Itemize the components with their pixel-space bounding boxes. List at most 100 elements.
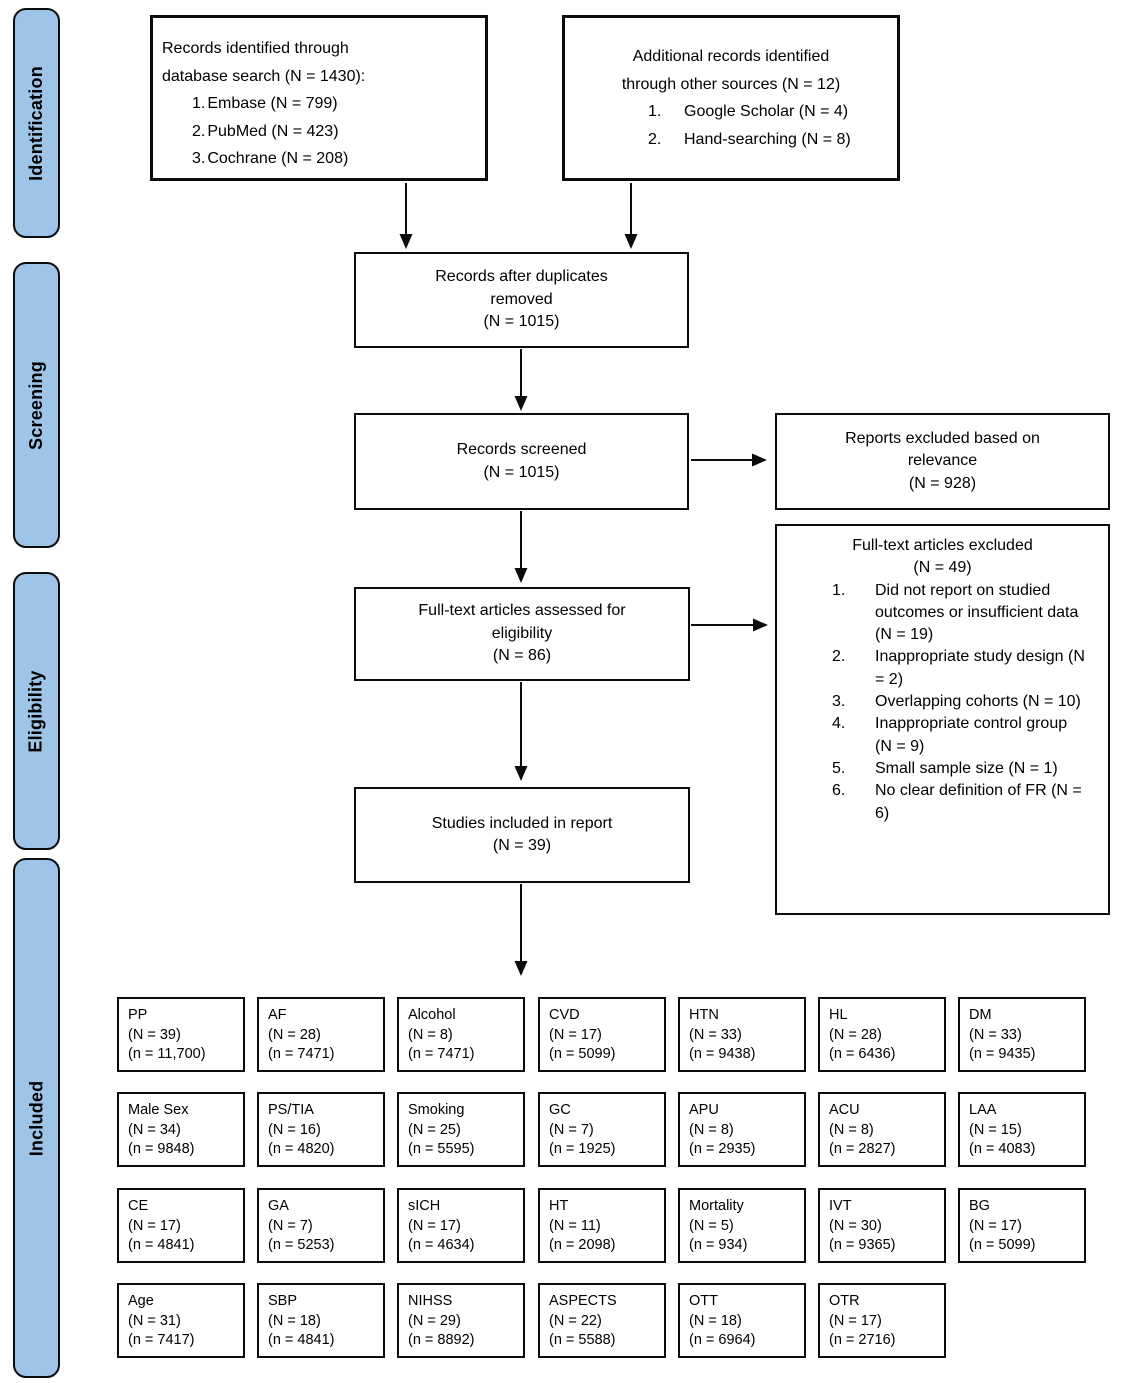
grid-cell-laa: LAA(N = 15)(n = 4083) xyxy=(958,1092,1086,1167)
grid-cell-ga: GA (N = 7) (n = 5253) xyxy=(257,1188,385,1263)
grid-cell-n-patients: (n = 4841) xyxy=(268,1332,335,1348)
grid-cell-label: PP xyxy=(128,1007,148,1023)
list-item-text: Cochrane (N = 208) xyxy=(207,150,349,167)
box-duplicates-removed-line: removed xyxy=(490,290,553,308)
grid-cell-n-patients: (n = 4083) xyxy=(969,1141,1036,1157)
grid-cell-n-patients: (n = 4841) xyxy=(128,1237,195,1253)
box-records-screened: Records screened (N = 1015) xyxy=(354,413,689,510)
box-reports-excluded: Reports excluded based on relevance (N =… xyxy=(775,413,1110,510)
stage-eligibility: Eligibility xyxy=(13,572,60,850)
grid-cell-n-studies: (N = 28) xyxy=(829,1026,882,1043)
box-duplicates-removed-line: Records after duplicates xyxy=(435,268,608,286)
box-reports-excluded-line: (N = 928) xyxy=(908,474,977,492)
box-studies-included-line: (N = 39) xyxy=(492,837,552,854)
grid-cell-label: Smoking xyxy=(408,1102,465,1118)
arrow-database-to-duplicates xyxy=(399,183,413,249)
grid-cell-label: HT xyxy=(549,1198,569,1214)
arrow-assessed-to-studies-included xyxy=(514,682,528,781)
list-item-text: PubMed (N = 423) xyxy=(207,122,339,140)
grid-cell-n-studies: (N = 5) xyxy=(689,1217,734,1234)
grid-cell-aspects: ASPECTS(N = 22)(n = 5588) xyxy=(538,1283,666,1358)
arrow-screened-to-reports-excluded xyxy=(691,453,767,467)
arrow-screened-to-assessed xyxy=(514,511,528,583)
grid-cell-n-patients: (n = 2935) xyxy=(689,1141,756,1157)
grid-cell-n-studies: (N = 11) xyxy=(549,1217,601,1234)
grid-cell-label: HTN xyxy=(689,1007,719,1023)
grid-cell-n-patients: (n = 5099) xyxy=(549,1046,616,1062)
box-records-screened-line: (N = 1015) xyxy=(483,463,560,481)
list-item: 5. Small sample size (N = 1) xyxy=(832,758,1108,780)
grid-cell-n-studies: (N = 39) xyxy=(128,1026,181,1043)
box-studies-included: Studies included in report (N = 39) xyxy=(354,787,690,883)
grid-cell-male-sex: Male Sex(N = 34)(n = 9848) xyxy=(117,1092,245,1167)
box-reports-excluded-line: relevance xyxy=(907,452,978,470)
grid-cell-label: Mortality xyxy=(689,1198,744,1214)
grid-cell-n-studies: (N = 17) xyxy=(549,1026,602,1043)
grid-cell-label: AF xyxy=(268,1007,287,1023)
grid-cell-n-studies: (N = 22) xyxy=(549,1312,602,1329)
grid-cell-ht: HT (N = 11) (n = 2098) xyxy=(538,1188,666,1263)
arrow-assessed-to-fulltext-excluded xyxy=(691,618,768,632)
box-additional-records-line2: through other sources (N = 12) xyxy=(621,75,841,93)
grid-cell-gc: GC (N = 7) (n = 1925) xyxy=(538,1092,666,1167)
grid-cell-n-patients: (n = 1925) xyxy=(549,1141,616,1157)
grid-cell-ps-tia: PS/TIA(N = 16)(n = 4820) xyxy=(257,1092,385,1167)
box-additional-records-line1: Additional records identified xyxy=(632,48,830,65)
list-item: 2. PubMed (N = 423) xyxy=(192,118,479,146)
grid-cell-label: OTT xyxy=(689,1293,718,1309)
grid-cell-n-studies: (N = 7) xyxy=(268,1217,313,1234)
grid-cell-label: GC xyxy=(549,1102,571,1118)
box-records-screened-line: Records screened xyxy=(456,441,587,458)
box-reports-excluded-line: Reports excluded based on xyxy=(845,429,1040,447)
grid-cell-label: ACU xyxy=(829,1102,860,1118)
grid-cell-n-studies: (N = 29) xyxy=(408,1312,461,1329)
list-item-number: 3. xyxy=(192,150,206,167)
grid-cell-n-patients: (n = 5595) xyxy=(408,1141,475,1157)
grid-cell-n-patients: (n = 8892) xyxy=(408,1332,475,1348)
grid-cell-mortality: Mortality(N = 5)(n = 934) xyxy=(678,1188,806,1263)
list-item-text: Embase (N = 799) xyxy=(207,95,338,112)
grid-cell-n-patients: (n = 9435) xyxy=(969,1046,1036,1062)
list-item-text: Overlapping cohorts (N = 10) xyxy=(875,693,1081,711)
grid-cell-n-patients: (n = 9848) xyxy=(128,1141,195,1157)
grid-cell-label: SBP xyxy=(268,1293,298,1309)
list-item: 4. Inappropriate control group (N = 9) xyxy=(832,713,1108,758)
box-records-identified-line2: database search (N = 1430): xyxy=(162,67,366,85)
grid-cell-dm: DM(N = 33)(n = 9435) xyxy=(958,997,1086,1072)
list-item: 3. Cochrane (N = 208) xyxy=(192,145,479,173)
grid-cell-n-patients: (n = 2098) xyxy=(549,1237,616,1253)
grid-cell-hl: HL(N = 28)(n = 6436) xyxy=(818,997,946,1072)
list-item-number: 4. xyxy=(832,715,846,733)
grid-cell-n-patients: (n = 9365) xyxy=(829,1237,896,1253)
list-item-number: 2. xyxy=(192,122,206,140)
grid-cell-label: GA xyxy=(268,1198,289,1214)
stage-identification-label: Identification xyxy=(26,65,46,181)
grid-cell-n-studies: (N = 31) xyxy=(128,1312,181,1329)
grid-cell-label: BG xyxy=(969,1198,990,1214)
list-item-text: Did not report on studied outcomes or in… xyxy=(875,581,1079,644)
grid-cell-n-studies: (N = 7) xyxy=(549,1121,594,1138)
grid-cell-label: sICH xyxy=(408,1198,441,1214)
other-sources-list: 1. Google Scholar (N = 4) 2. Hand-search… xyxy=(565,98,897,153)
grid-cell-n-patients: (n = 5253) xyxy=(268,1237,335,1253)
database-list: 1. Embase (N = 799) 2. PubMed (N = 423) … xyxy=(192,90,479,173)
grid-cell-n-patients: (n = 4820) xyxy=(268,1141,335,1157)
grid-cell-label: OTR xyxy=(829,1293,860,1309)
grid-cell-ivt: IVT(N = 30)(n = 9365) xyxy=(818,1188,946,1263)
box-fulltext-assessed-line: Full-text articles assessed for xyxy=(418,602,626,620)
list-item: 1. Embase (N = 799) xyxy=(192,90,479,118)
list-item: 2. Inappropriate study design (N = 2) xyxy=(832,646,1108,691)
grid-cell-bg: BG(N = 17)(n = 5099) xyxy=(958,1188,1086,1263)
grid-cell-n-patients: (n = 5588) xyxy=(549,1332,616,1348)
grid-cell-label: HL xyxy=(829,1007,848,1023)
grid-cell-n-studies: (N = 18) xyxy=(689,1312,742,1329)
list-item-number: 2. xyxy=(832,648,846,666)
grid-cell-n-studies: (N = 17) xyxy=(408,1217,461,1234)
grid-cell-nihss: NIHSS(N = 29)(n = 8892) xyxy=(397,1283,525,1358)
stage-included: Included xyxy=(13,858,60,1378)
grid-cell-n-studies: (N = 33) xyxy=(689,1026,742,1043)
grid-cell-label: CVD xyxy=(549,1007,580,1023)
grid-cell-n-studies: (N = 28) xyxy=(268,1026,321,1043)
grid-cell-n-patients: (n = 7417) xyxy=(128,1332,195,1348)
list-item-number: 3. xyxy=(832,693,846,711)
